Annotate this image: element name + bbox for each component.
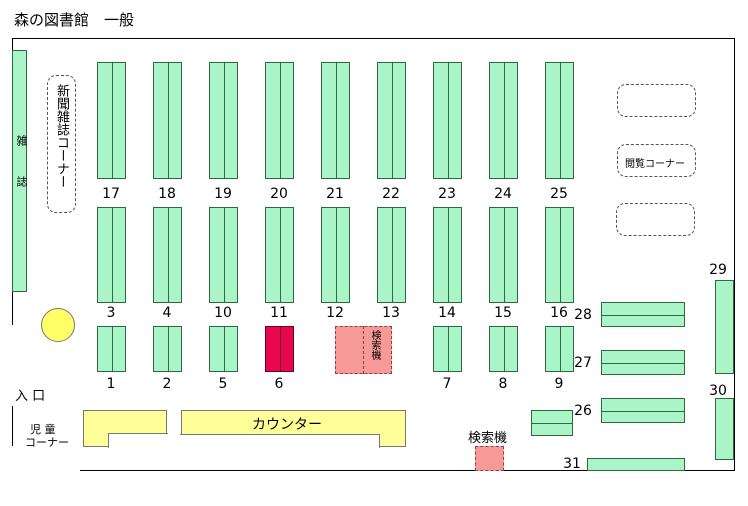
shelf-number-16: 16: [550, 305, 568, 321]
counter-label: カウンター: [252, 417, 322, 433]
shelf-number-9: 9: [554, 376, 564, 392]
shelf-1: [97, 326, 126, 372]
wall-top: [12, 38, 734, 39]
shelf-2: [153, 326, 182, 372]
shelf-number-14: 14: [438, 305, 456, 321]
newspaper-corner-label: 新聞雑誌コーナー: [54, 84, 69, 188]
shelf-30: [715, 398, 734, 460]
reading-table-2: [617, 144, 696, 177]
shelf-24: [489, 62, 518, 179]
children-counter-notch: [108, 433, 168, 448]
shelf-number-7: 7: [442, 376, 452, 392]
shelf-number-2: 2: [162, 376, 172, 392]
shelf-number-1: 1: [106, 376, 116, 392]
shelf-28: [601, 302, 685, 327]
shelf-23: [433, 62, 462, 179]
magazine-label: 雑誌: [15, 135, 28, 217]
reading-table-3: [616, 203, 695, 236]
shelf-number-19: 19: [214, 186, 232, 202]
shelf-4: [153, 207, 182, 303]
shelf-17: [97, 62, 126, 179]
shelf-number-10: 10: [214, 305, 232, 321]
entrance-label: 入 口: [15, 389, 46, 404]
shelf-7: [433, 326, 462, 372]
shelf-8: [489, 326, 518, 372]
shelf-22: [377, 62, 406, 179]
shelf-number-5: 5: [218, 376, 228, 392]
magazine-shelf: [12, 50, 27, 292]
reading-corner-label: 閲覧コーナー: [625, 159, 685, 170]
search-terminal-1-divider: [363, 326, 364, 374]
newspaper-corner: [47, 75, 76, 213]
search-terminal-1-label: 検索機: [369, 330, 380, 360]
shelf-number-31: 31: [563, 456, 581, 472]
shelf-number-6: 6: [274, 376, 284, 392]
wall-bottom: [80, 470, 735, 471]
shelf-number-27: 27: [574, 355, 592, 371]
shelf-number-29: 29: [709, 262, 727, 278]
main-counter-notch: [180, 434, 380, 448]
shelf-13: [377, 207, 406, 303]
shelf-number-23: 23: [438, 186, 456, 202]
page-title: 森の図書館 一般: [14, 11, 135, 29]
shelf-number-21: 21: [326, 186, 344, 202]
shelf-18: [153, 62, 182, 179]
shelf-26-side: [531, 410, 573, 436]
shelf-number-4: 4: [162, 305, 172, 321]
children-corner-label-2: コーナー: [25, 436, 69, 449]
shelf-number-28: 28: [574, 307, 592, 323]
shelf-number-18: 18: [158, 186, 176, 202]
shelf-14: [433, 207, 462, 303]
reading-table-1: [617, 84, 696, 117]
shelf-16: [545, 207, 574, 303]
shelf-number-25: 25: [550, 186, 568, 202]
shelf-29: [715, 280, 734, 374]
shelf-20: [265, 62, 294, 179]
pillar-circle: [41, 308, 75, 342]
shelf-26: [601, 398, 685, 423]
wall-right: [734, 38, 735, 471]
shelf-5: [209, 326, 238, 372]
shelf-27: [601, 350, 685, 375]
shelf-9: [545, 326, 574, 372]
shelf-6-highlighted: [265, 326, 294, 372]
shelf-number-24: 24: [494, 186, 512, 202]
shelf-15: [489, 207, 518, 303]
shelf-number-12: 12: [326, 305, 344, 321]
wall-left-lower: [12, 406, 13, 446]
shelf-number-22: 22: [382, 186, 400, 202]
children-counter-bottom: [83, 446, 109, 447]
shelf-10: [209, 207, 238, 303]
shelf-number-17: 17: [102, 186, 120, 202]
shelf-number-20: 20: [270, 186, 288, 202]
shelf-12: [321, 207, 350, 303]
shelf-number-26: 26: [574, 403, 592, 419]
shelf-number-13: 13: [382, 305, 400, 321]
shelf-number-15: 15: [494, 305, 512, 321]
shelf-number-3: 3: [106, 305, 116, 321]
shelf-19: [209, 62, 238, 179]
shelf-number-8: 8: [498, 376, 508, 392]
children-corner-label-1: 児 童: [30, 423, 56, 436]
shelf-number-30: 30: [709, 383, 727, 399]
shelf-31: [587, 458, 685, 471]
shelf-3: [97, 207, 126, 303]
shelf-21: [321, 62, 350, 179]
shelf-number-11: 11: [270, 305, 288, 321]
search-terminal-2: [475, 446, 504, 471]
search-terminal-2-label: 検索機: [468, 431, 508, 446]
main-counter-bottom: [380, 446, 406, 447]
shelf-11: [265, 207, 294, 303]
shelf-25: [545, 62, 574, 179]
